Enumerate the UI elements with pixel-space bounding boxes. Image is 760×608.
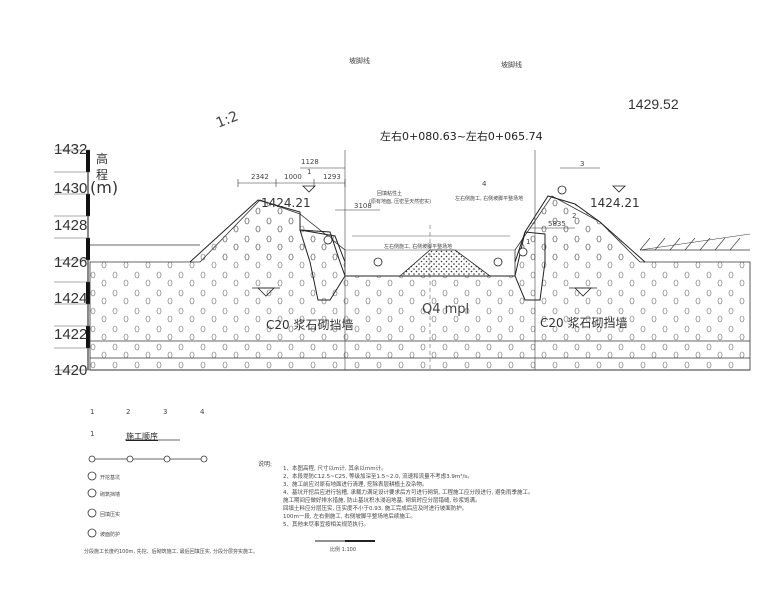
dim-5835: 5835 [548,220,566,228]
wall-label-left: C20 浆石砌挡墙 [266,318,354,332]
height-label: 高 [96,152,109,166]
legend-step-1: 1 [90,408,95,416]
notes-title: 说明: [258,461,273,468]
crest-elevation-left: 1424.21 [261,196,311,210]
legend-circles [87,471,97,538]
legend-footnote: 分段施工长度约100m, 先挖、后砌筑施工, 最后回填压实, 分段分层夯实施工。 [84,549,258,555]
toe-line-label-right: 坡脚线 [501,61,522,69]
note-line-8: 5、其他未尽事宜按相关规范执行。 [283,522,370,528]
elev-1424: 1424 [54,290,88,307]
note-line-7: 100m一段, 左右侧施工, 右侧坡脚平整场地后续施工。 [283,514,416,520]
legend-step-3: 3 [163,408,168,416]
height-unit: (m) [90,178,119,197]
dim-3108: 3108 [354,202,372,210]
legend-item-3: 回填压实 [100,512,121,518]
note-center: 左右侧施工, 右侧坡脚平整场地 [384,244,453,250]
embankment-left [189,199,346,263]
dim-1b: 1 [526,238,531,246]
elev-1426: 1426 [54,254,88,271]
wall-label-right: C20 浆石砌挡墙 [540,316,628,330]
elev-1432: 1432 [54,141,88,158]
notes-block: 1、本图高程, 尺寸以m计, 其余以mm计。 2、本段堤防C12.5~C25, … [283,465,663,529]
elev-1420: 1420 [54,362,88,379]
dim-2: 2 [572,212,577,220]
elevation-axis [54,149,90,371]
note-line-4: 4、基坑开挖后应进行验槽, 承载力满足设计要求后方可进行砌筑, 工程施工应分段进… [283,490,534,496]
height-label-2: 程 [96,168,109,182]
retaining-wall-left [299,229,346,301]
note-line-1: 1、本图高程, 尺寸以m计, 其余以mm计。 [283,466,387,472]
embankment-right [514,195,646,263]
legend-item-2: 砌筑挡墙 [100,492,121,498]
drain-circles [323,185,567,267]
elevation-top-right: 1429.52 [628,96,679,112]
chainage-title: 左右0+080.63~左右0+065.74 [380,130,543,143]
note-line-6: 回填土料应分层压实, 压实度不小于0.93, 施工完成后应及时进行坡面防护。 [283,506,468,512]
legend-title: 施工顺序 [126,432,158,441]
retaining-wall-right [514,231,546,301]
elev-1428: 1428 [54,217,88,234]
dim-4: 4 [482,180,487,188]
scale-label: 比例 1:100 [330,547,356,553]
note-line-2: 2、本段堤防C12.5~C25, 等级加深至1.5~2.0, 流速和流量不考虑3… [283,474,473,480]
dim-1000: 1000 [284,173,302,181]
legend-step-4: 4 [200,408,205,416]
legend-item-1: 开挖基坑 [100,475,121,481]
elev-1422: 1422 [54,326,88,343]
center-mark: Q4 mpl [422,302,470,317]
water-level-markers [252,185,626,297]
legend-title-num: 1 [90,430,95,438]
note-line-5: 施工期间应做好排水措施, 防止基坑积水浸泡地基, 砌筑时应分层错缝, 砂浆饱满。 [283,498,481,504]
dim-1: 1 [307,168,312,176]
dimension-lines [237,167,600,229]
crest-elevation-right: 1424.21 [590,196,640,210]
center-mound [398,249,492,277]
legend-item-4: 坡面防护 [100,532,121,538]
note-right: 左右侧施工, 右侧坡脚平整场地 [455,196,524,202]
elev-1430: 1430 [54,180,88,197]
dim-1293: 1293 [323,173,341,181]
ground-hatch-right [639,233,751,251]
toe-line-label-left: 坡脚线 [349,57,370,65]
dim-3: 3 [580,160,585,168]
ground-layer [89,195,751,371]
dim-1128: 1128 [301,158,319,166]
legend-step-2: 2 [126,408,131,416]
note-mid-2: (原有地面, 压密至天然密实) [369,199,432,205]
dim-2342: 2342 [251,173,269,181]
legend-sequence-line [88,439,208,463]
note-mid-1: 回填粘性土 [377,191,403,197]
note-line-3: 3、施工前应对原有地面进行清理, 挖除表层耕植土及杂物。 [283,482,428,488]
